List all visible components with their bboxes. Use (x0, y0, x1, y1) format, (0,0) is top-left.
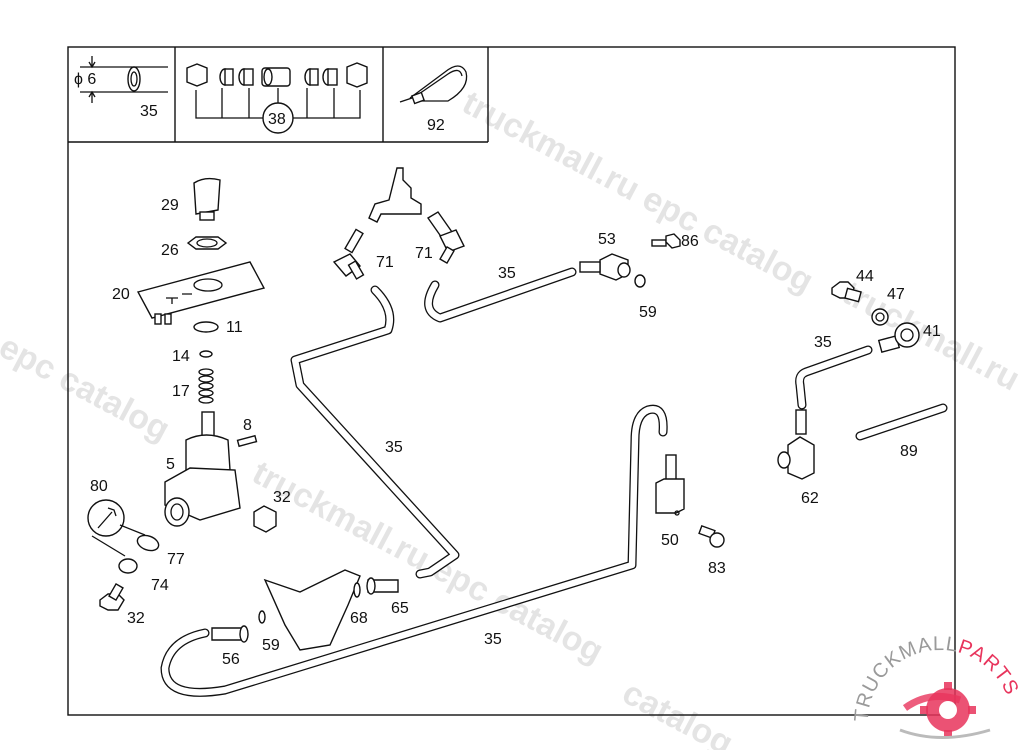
callout-62: 62 (801, 490, 819, 507)
callout-14: 14 (172, 348, 190, 365)
watermark-text-5: catalog (616, 674, 739, 750)
tee-fitting-53 (579, 233, 681, 288)
banjo-assembly (777, 281, 920, 480)
callout-53: 53 (598, 231, 616, 248)
callout-32-upper: 32 (273, 489, 291, 506)
callout-35-middle: 35 (385, 439, 403, 456)
callout-20: 20 (112, 286, 130, 303)
callout-47: 47 (887, 286, 905, 303)
callout-labels: 29 26 20 11 14 17 8 5 80 32 77 74 32 71 … (90, 197, 941, 668)
callout-59-lower: 59 (262, 637, 280, 654)
callout-17: 17 (172, 383, 190, 400)
callout-80: 80 (90, 478, 108, 495)
callout-77: 77 (167, 551, 185, 568)
callout-35-upper: 35 (498, 265, 516, 282)
callout-86: 86 (681, 233, 699, 250)
switch-assembly (87, 177, 277, 611)
callout-65: 65 (391, 600, 409, 617)
callout-89: 89 (900, 443, 918, 460)
fitting-kit: 38 (186, 62, 368, 134)
diameter-label: ϕ 6 (74, 71, 96, 88)
callout-68: 68 (350, 610, 368, 627)
callout-26: 26 (161, 242, 179, 259)
gear-icon (899, 682, 991, 739)
logo-text-accent: PARTS (956, 636, 1023, 699)
truckmall-logo: TRUCKMALLPARTS (851, 633, 1023, 739)
callout-32-lower: 32 (127, 610, 145, 627)
callout-44: 44 (856, 268, 874, 285)
callout-74: 74 (151, 577, 169, 594)
callout-50: 50 (661, 532, 679, 549)
callout-35-inset: 35 (140, 103, 158, 120)
valve-50 (655, 454, 725, 548)
callout-71-left: 71 (376, 254, 394, 271)
callout-8: 8 (243, 417, 252, 434)
callout-92: 92 (427, 117, 445, 134)
callout-29: 29 (161, 197, 179, 214)
tee-connectors (332, 167, 465, 280)
hose-diameter-detail: ϕ 6 35 (74, 56, 168, 120)
diagram-border (67, 46, 956, 716)
callout-35-lower: 35 (484, 631, 502, 648)
callout-59-upper: 59 (639, 304, 657, 321)
watermark: truckmall.ru epc catalog l epc catalog t… (0, 84, 1024, 755)
callout-5: 5 (166, 456, 175, 473)
callout-56: 56 (222, 651, 240, 668)
callout-38: 38 (268, 111, 286, 128)
callout-71-right: 71 (415, 245, 433, 262)
callout-11: 11 (226, 319, 243, 336)
callout-41: 41 (923, 323, 941, 340)
callout-35-right: 35 (814, 334, 832, 351)
watermark-text-2: l epc catalog (0, 319, 176, 449)
callout-83: 83 (708, 560, 726, 577)
cable-tie: 92 (399, 65, 468, 134)
inset-panel: ϕ 6 35 38 (68, 47, 489, 143)
bottom-fittings (211, 569, 399, 651)
hose-lines (160, 267, 948, 697)
